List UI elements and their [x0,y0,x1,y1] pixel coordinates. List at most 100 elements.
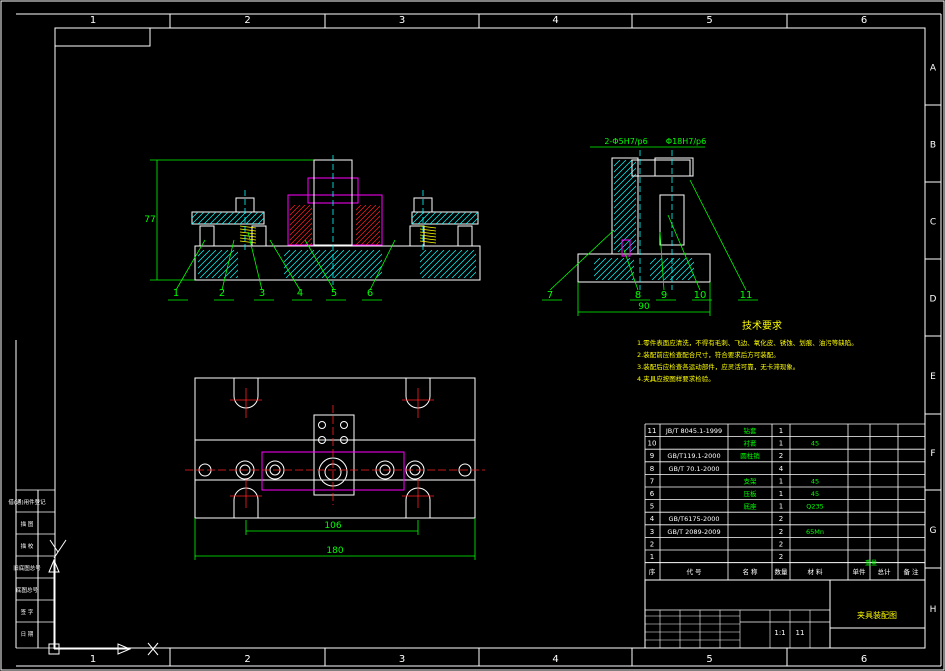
hatch-line [251,212,264,224]
side-zone-label: E [930,372,936,382]
hatch-line [360,225,380,245]
sheet-value: 11 [796,629,805,637]
hatch-line [381,205,421,245]
hatch-line [284,250,303,269]
bom-name: 衬套 [744,439,758,448]
hatch-line [427,250,457,278]
bom-no: 1 [650,553,654,561]
pin-hole [318,421,326,429]
base-plate [194,245,481,281]
hatch-line [601,258,625,280]
hatch-line [270,212,282,224]
bom-code: GB/T119.1-2000 [667,452,720,460]
hatch-line [720,160,812,252]
hatch-line [675,261,694,280]
hatch-line [420,250,421,251]
bom-no: 7 [650,477,654,485]
hatch-lines [284,250,382,278]
hatch-line [700,258,722,280]
scale-value: 1:1 [774,629,785,637]
hatch-line [660,160,752,252]
bom-header: 序 [649,567,656,576]
bom-mat: 45 [811,490,819,498]
hatch-line [439,250,469,278]
overall-dimension: 180 [326,546,343,556]
hatch-line [375,271,382,278]
hatch-line [285,250,315,278]
hatch-line [463,265,476,278]
hatch-lines [290,205,312,245]
hatch-line [420,250,433,263]
hatch-line [429,212,443,224]
bom-mat: 45 [811,477,819,485]
hatch-line [650,258,663,271]
spring-coil [239,228,257,232]
hatch-line [290,205,311,226]
hatch-line [198,250,223,275]
hatch-line [657,258,681,280]
hatch-area [420,250,476,278]
leader-line [221,239,235,291]
bom-header: 总计 [878,567,892,576]
hatch-line [648,160,740,252]
balloon-11: 11 [740,290,753,301]
hatch-line [304,237,312,245]
hatch-line [614,191,636,215]
hatch-line [416,205,456,245]
hatch-line [441,212,455,224]
hatch-line [386,205,426,245]
hatch-line [339,250,369,278]
hatch-line [666,160,758,252]
hatch-line [594,258,601,265]
bottom-zone-label: 1 [90,654,96,665]
hatch-line [663,258,687,280]
tech-note-line: 1.零件表面应清洗，不得有毛刺、飞边、氧化皮、锈蚀、划痕、油污等缺陷。 [637,338,858,347]
hatch-line [284,250,309,275]
bottom-zone-label: 2 [244,654,250,665]
fit-annotation-right: Φ18H7/p6 [666,137,706,146]
hatch-line [356,205,367,216]
hatch-line [356,215,380,241]
hatch-line [614,215,636,239]
hatch-line [290,217,312,241]
hatch-line [223,263,238,278]
pin-hole [340,436,348,444]
hatch-line [290,212,312,236]
hatch-line [726,160,818,252]
hatch-line [451,253,476,278]
bom-header: 备 注 [903,567,919,576]
bom-header-sub: 重量 [865,559,877,567]
side-bush-head [654,157,694,177]
bom-no: 8 [650,465,654,473]
bom-qty: 1 [779,477,783,485]
hatch-line [217,257,238,278]
hatch-line [477,223,478,224]
hatch-line [229,269,238,278]
hatch-line [401,205,441,245]
leader-line [689,179,747,291]
support-post [457,225,473,247]
technical-notes: 技术要求1.零件表面应清洗，不得有毛刺、飞边、氧化皮、锈蚀、划痕、油污等缺陷。2… [637,319,858,383]
hatch-line [681,267,694,280]
hatch-line [235,275,238,278]
bom-no: 11 [648,427,657,435]
hatch-line [263,223,264,224]
hatch-line [669,258,693,280]
hatch-line [471,217,478,224]
hatch-line [678,160,770,252]
drawing-name: 夹具装配图 [857,610,897,620]
hatch-line [614,197,636,221]
hatch-lines [650,258,722,280]
leader-line [549,229,615,291]
bom-header: 单件 [853,567,867,576]
spring-coil [419,231,437,235]
hatch-line [412,212,419,219]
